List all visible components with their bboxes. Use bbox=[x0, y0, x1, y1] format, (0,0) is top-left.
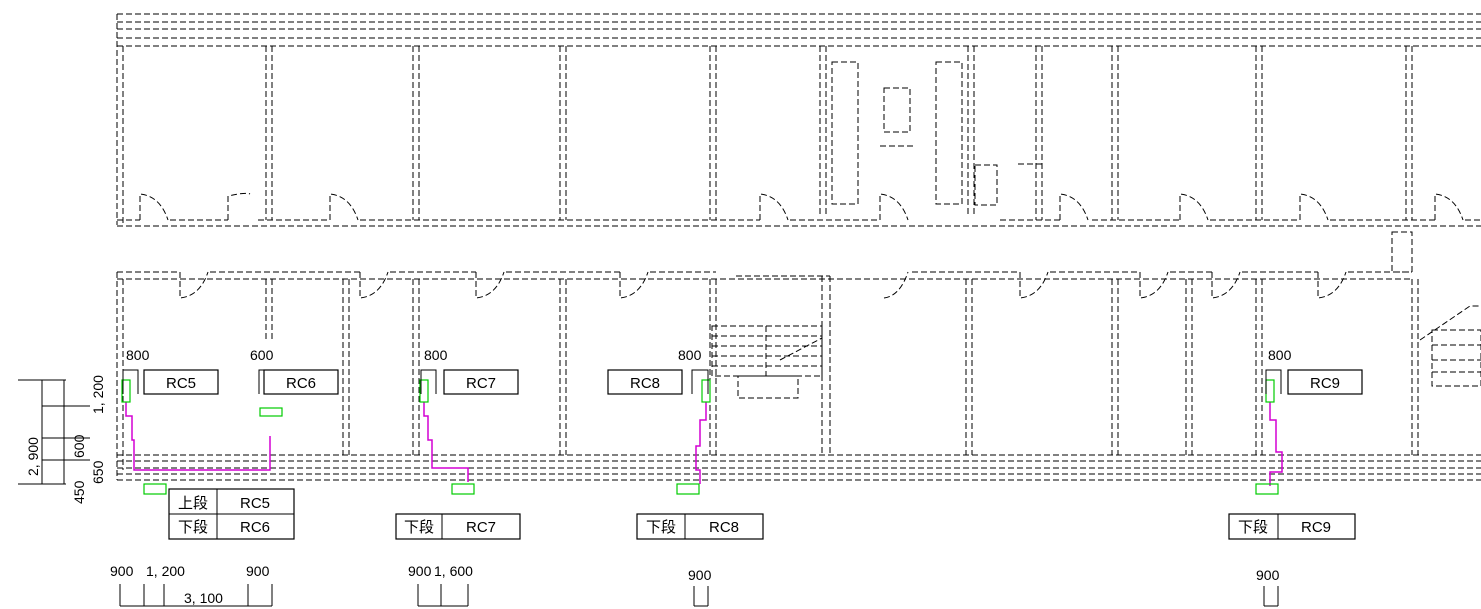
unit-labels: RC5 RC6 RC7 RC8 RC9 bbox=[143, 369, 1363, 395]
unit-label-rc7: RC7 bbox=[466, 375, 496, 392]
unit-label-box-rc9 bbox=[1287, 369, 1363, 395]
pipe-route-rc7 bbox=[423, 402, 469, 482]
dim-vertical-a: 1, 200 bbox=[90, 375, 106, 414]
pipe-route-rc9 bbox=[1269, 402, 1283, 486]
dim-vertical-d: 450 bbox=[71, 480, 87, 504]
unit-label-box-rc5 bbox=[143, 369, 219, 395]
dim-rc5-spacing: 800 bbox=[126, 347, 150, 363]
tier-table-2-lower-unit: RC7 bbox=[466, 519, 496, 536]
dim-bottom-g2-a: 900 bbox=[408, 563, 432, 579]
upper-building-walls bbox=[116, 13, 1481, 227]
unit-label-rc6: RC6 bbox=[286, 375, 316, 392]
lower-building-walls bbox=[116, 231, 1481, 481]
dim-rc9-spacing: 800 bbox=[1268, 347, 1292, 363]
dim-bottom-g1-c: 900 bbox=[246, 563, 270, 579]
unit-label-rc8: RC8 bbox=[630, 375, 660, 392]
tier-table-1: 上段 RC5 下段 RC6 bbox=[168, 488, 295, 540]
tier-table-1-upper-tier: 上段 bbox=[178, 495, 208, 512]
unit-label-rc9: RC9 bbox=[1310, 375, 1340, 392]
outdoor-unit-3 bbox=[676, 483, 700, 495]
tier-table-4-lower-tier: 下段 bbox=[1238, 519, 1268, 536]
pipe-route-rc5 bbox=[125, 402, 271, 471]
unit-rc5-outline bbox=[121, 379, 131, 403]
bottom-dimensions: 900 1, 200 900 3, 100 900 1, 600 900 900 bbox=[110, 563, 1280, 607]
dim-vertical-c: 650 bbox=[90, 460, 106, 484]
tier-table-3: 下段 RC8 bbox=[636, 513, 764, 540]
vertical-dimension-chain: 2, 900 1, 200 600 650 450 bbox=[18, 375, 106, 504]
dim-bottom-g1-b: 1, 200 bbox=[146, 563, 185, 579]
unit-rc7-outline bbox=[419, 379, 429, 403]
unit-label-box-rc7 bbox=[443, 369, 519, 395]
top-dimension-marks: 800 600 800 800 800 bbox=[122, 347, 1292, 394]
tier-table-1-lower-unit: RC6 bbox=[240, 519, 270, 536]
unit-label-rc5: RC5 bbox=[166, 375, 196, 392]
dim-bottom-g1-total: 3, 100 bbox=[184, 590, 223, 606]
dim-rc6-spacing: 600 bbox=[250, 347, 274, 363]
dim-vertical-overall: 2, 900 bbox=[25, 437, 41, 476]
equipment-outlines bbox=[121, 379, 1279, 495]
unit-rc8-outline bbox=[701, 379, 711, 403]
tier-table-3-lower-tier: 下段 bbox=[646, 519, 676, 536]
tier-table-4-lower-unit: RC9 bbox=[1301, 519, 1331, 536]
dim-rc8-spacing: 800 bbox=[678, 347, 702, 363]
outdoor-unit-4 bbox=[1255, 483, 1279, 495]
unit-rc6-outline bbox=[259, 407, 283, 417]
tier-table-1-upper-unit: RC5 bbox=[240, 495, 270, 512]
tier-table-2: 下段 RC7 bbox=[395, 513, 521, 540]
tier-table-2-lower-tier: 下段 bbox=[404, 519, 434, 536]
outdoor-unit-2 bbox=[451, 483, 475, 495]
tier-table-3-lower-unit: RC8 bbox=[709, 519, 739, 536]
dim-rc7-spacing: 800 bbox=[424, 347, 448, 363]
pipe-route-rc8 bbox=[695, 402, 707, 484]
unit-label-box-rc8 bbox=[607, 369, 683, 395]
dim-vertical-b: 600 bbox=[71, 434, 87, 458]
unit-rc9-outline bbox=[1265, 379, 1275, 403]
tier-table-4: 下段 RC9 bbox=[1228, 513, 1356, 540]
dim-bottom-g1-a: 900 bbox=[110, 563, 134, 579]
unit-label-box-rc6 bbox=[263, 369, 339, 395]
dim-bottom-g2-b: 1, 600 bbox=[434, 563, 473, 579]
tier-table-1-lower-tier: 下段 bbox=[178, 519, 208, 536]
dim-bottom-g3-a: 900 bbox=[688, 567, 712, 583]
outdoor-unit-1 bbox=[143, 483, 167, 495]
dim-bottom-g4-a: 900 bbox=[1256, 567, 1280, 583]
pipe-routes bbox=[125, 402, 1283, 486]
